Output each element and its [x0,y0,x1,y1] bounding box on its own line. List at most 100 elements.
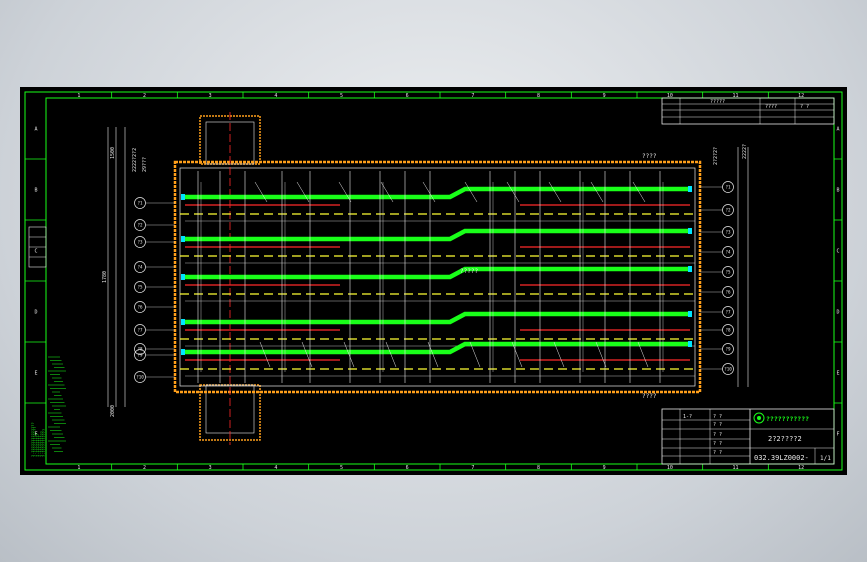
sheet-number: 1/1 [820,455,831,462]
pipe-marker-right [722,324,734,336]
main-pipe [185,266,688,280]
border-grid-marks [25,92,842,470]
pipe-marker-right [722,266,734,278]
left-total-dimension: 1780 [102,271,108,283]
pipe-marker-left [134,301,146,313]
border-row-label: D [34,310,37,316]
pipe-end-right [688,266,692,272]
pipe-rows [180,186,695,377]
support-diagonal [422,181,436,203]
revision-code: 1-? [683,414,692,420]
border-row-label: E [836,371,839,377]
border-column-label: 7 [471,465,474,471]
pipe-marker-left [134,371,146,383]
furnace-inner-wall [179,167,696,387]
pipe-end-left [181,319,185,325]
left-side-table [28,226,47,268]
border-column-label: 8 [537,93,540,99]
pipe-marker-left-label: ?10 [136,375,144,380]
support-diagonal [464,181,478,203]
pipe-marker-left [134,197,146,209]
border-row-label: B [836,188,839,194]
support-diagonal [301,341,313,368]
note-line: ?.???????? [38,435,42,457]
right-pipe-markers: ?1?2?3?4?5?6?7?8?9?10 [700,181,734,375]
border-column-label: 2 [143,93,146,99]
main-pipe [185,228,688,242]
revision-title: ????? [710,99,725,105]
border-column-label: 7 [471,93,474,99]
border-column-label: 10 [667,465,673,471]
pipe-end-left [181,349,185,355]
pipe-marker-left-label: ?8 [137,347,143,352]
support-diagonal [632,181,646,203]
notes-block: ?.???????????????.?????????????.????????… [31,356,66,457]
company-logo [753,412,765,424]
pipe-marker-left-label: ?1 [137,201,143,206]
support-diagonal [259,341,271,368]
border-column-label: 1 [77,93,80,99]
pipe-marker-right [722,286,734,298]
note-line: ?.???????????? [33,427,37,457]
border-row-label: C [34,249,37,255]
border-row-label: A [34,127,37,133]
border-column-label: 11 [732,465,738,471]
baffles [197,171,664,383]
pipe-end-left [181,274,185,280]
border-column-label: 5 [340,465,343,471]
support-diagonal [511,341,523,368]
pipe-marker-right-label: ?2 [725,208,731,213]
pipe-marker-left-label: ?9 [137,353,143,358]
support-diagonal [595,341,607,368]
note-line: ?.??????????? [42,429,46,457]
pipe-marker-left [134,261,146,273]
pipe-marker-right [722,343,734,355]
border-column-label: 12 [798,465,804,471]
pipe-end-right [688,186,692,192]
title-row-4: ? ? [713,441,722,447]
border-column-label: 4 [274,465,277,471]
pipe-marker-right-label: ?4 [725,250,731,255]
border-row-label: B [34,188,37,194]
border-row-label: A [836,127,839,133]
inner-label: ????? [460,268,478,275]
border-row-label: F [836,432,839,438]
organization-name: ??????????? [766,415,809,423]
support-diagonal [380,181,394,203]
main-pipe [185,311,688,325]
border-column-label: 6 [406,93,409,99]
pipe-marker-right-label: ?9 [725,347,731,352]
note-line: ?.????????? [35,433,39,457]
pipe-marker-left [134,349,146,361]
pipe-marker-right [722,204,734,216]
support-diagonal [590,181,604,203]
title-row-2: ? ? [713,422,722,428]
border-column-label: 5 [340,93,343,99]
pipe-end-right [688,311,692,317]
pipe-end-right [688,341,692,347]
pipe-marker-left-label: ?3 [137,240,143,245]
border-column-label: 12 [798,93,804,99]
pipe-marker-left [134,281,146,293]
pipe-marker-left-label: ?2 [137,223,143,228]
pipe-end-right [688,228,692,234]
title-row-3: ? ? [713,432,722,438]
support-diagonal [553,341,565,368]
drawing-number: 032.39LZ0002- [754,454,809,462]
pipe-marker-left-label: ?4 [137,265,143,270]
pipe-marker-left-label: ?5 [137,285,143,290]
drawing-name: 2?2????2 [768,435,802,443]
title-row-1: ? ? [713,414,722,420]
border-column-label: 3 [209,465,212,471]
right-dim-b: 2222? [742,144,748,159]
support-diagonal [385,341,397,368]
border-column-label: 9 [603,93,606,99]
revision-block: ????? ???? ? ? [661,97,835,125]
pipe-marker-right [722,181,734,193]
pipe-end-left [181,194,185,200]
title-block: ??????????? 2?2????2 032.39LZ0002- 1/1 1… [661,408,835,465]
border-column-label: 8 [537,465,540,471]
support-diagonal [469,341,481,368]
